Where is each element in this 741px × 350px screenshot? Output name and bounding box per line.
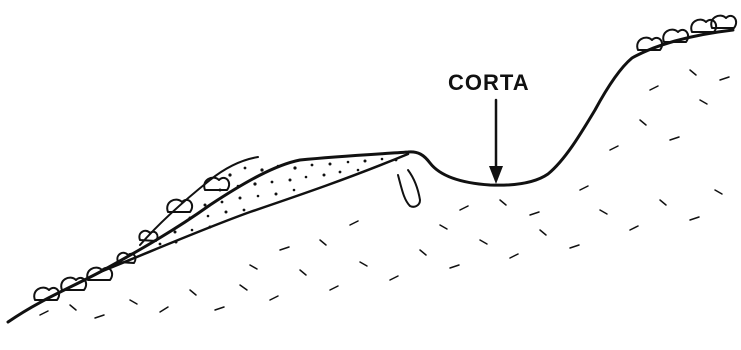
arrow-head (489, 166, 503, 184)
rock-fragment (398, 170, 420, 207)
original-slope-line (100, 154, 408, 272)
ground-dashes (40, 70, 729, 318)
corta-label: CORTA (448, 70, 530, 96)
ground-surface-line (8, 30, 733, 322)
